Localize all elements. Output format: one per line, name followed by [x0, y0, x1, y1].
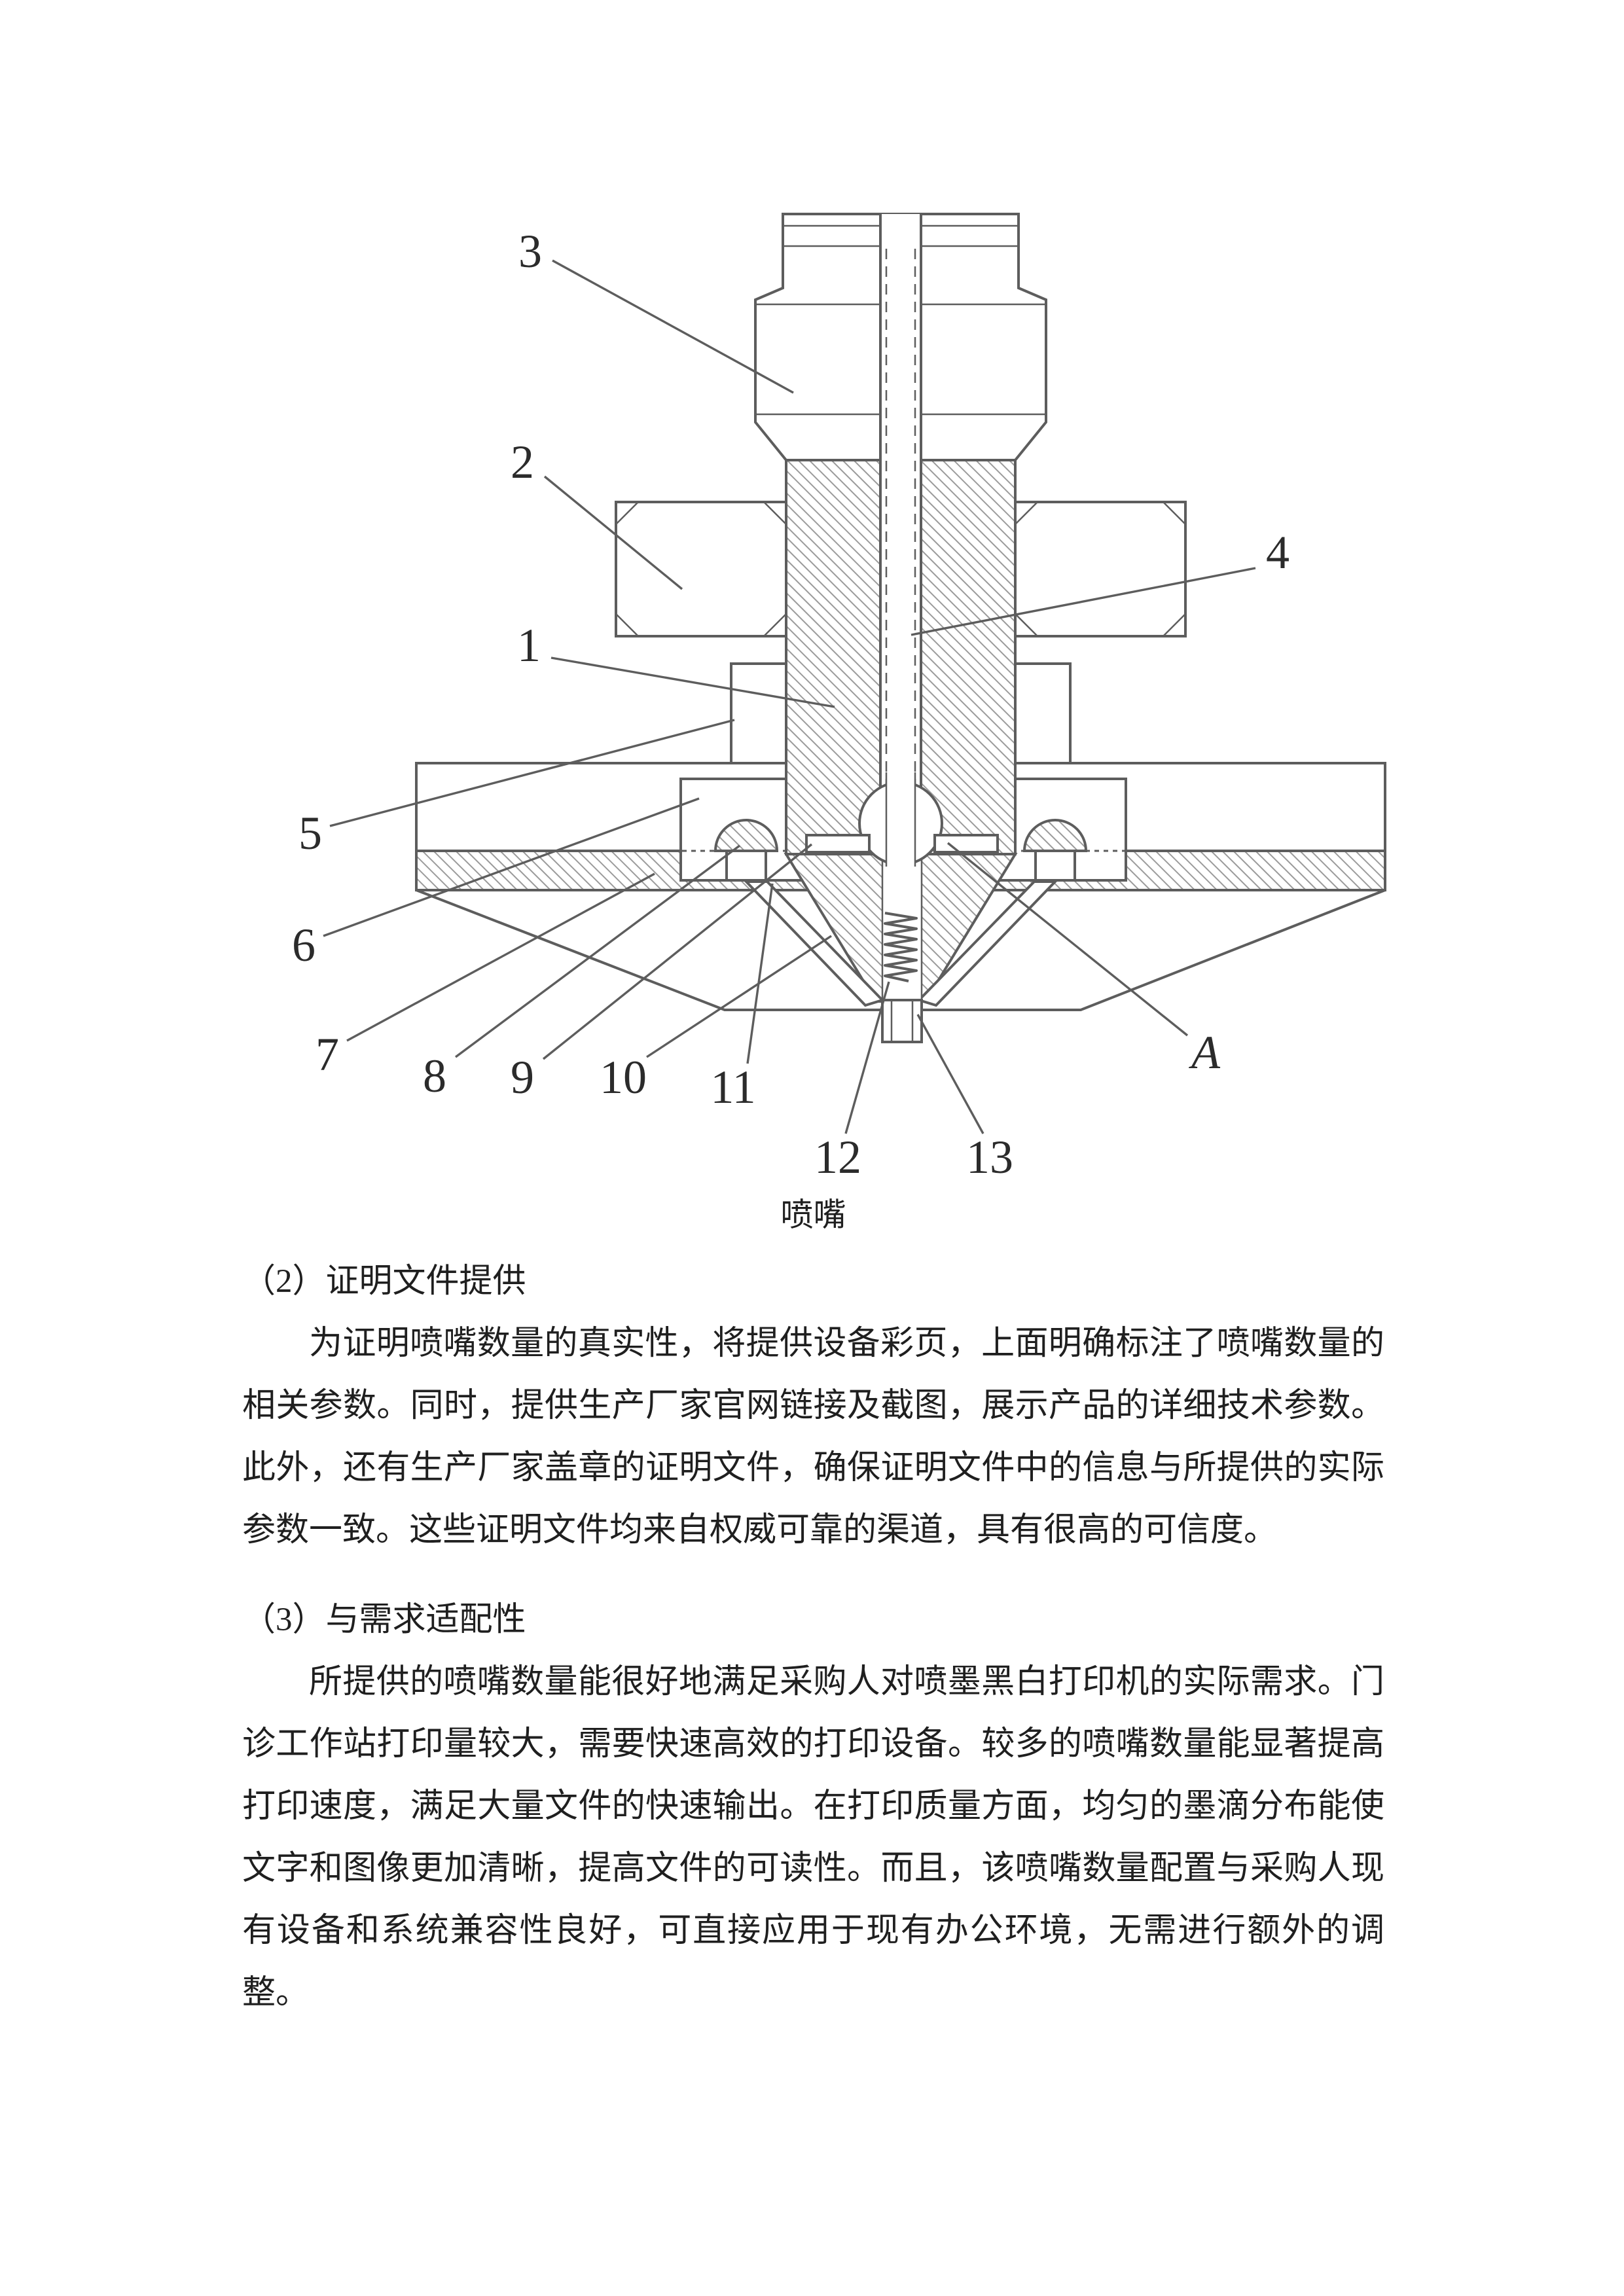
- figure-caption: 喷嘴: [780, 1196, 846, 1233]
- section-3: （3）与需求适配性 所提供的喷嘴数量能很好地满足采购人对喷墨黑白打印机的实际需求…: [242, 1589, 1384, 2024]
- outlet-tube: [881, 999, 923, 1043]
- figure-label-9: 9: [511, 1051, 534, 1103]
- seat-plates: [805, 834, 999, 853]
- left-collar: [730, 662, 787, 764]
- figure-label-7: 7: [316, 1028, 339, 1081]
- section-2: （2）证明文件提供 为证明喷嘴数量的真实性，将提供设备彩页，上面明确标注了喷嘴数…: [242, 1251, 1384, 1562]
- section-3-heading: （3）与需求适配性: [242, 1602, 526, 1638]
- nut-right: [1014, 501, 1187, 637]
- figure-label-13: 13: [966, 1131, 1013, 1178]
- figure-label-4: 4: [1266, 526, 1290, 579]
- figure-label-11: 11: [710, 1061, 755, 1113]
- left-dome: [713, 819, 779, 852]
- right-pedestal: [1034, 850, 1076, 882]
- figure-label-2: 2: [511, 436, 534, 488]
- figure-label-12: 12: [814, 1131, 861, 1178]
- section-2-paragraph: 为证明喷嘴数量的真实性，将提供设备彩页，上面明确标注了喷嘴数量的相关参数。同时，…: [242, 1325, 1384, 1549]
- nut-chamfer-marks: [615, 501, 1186, 637]
- section-2-heading: （2）证明文件提供: [242, 1263, 526, 1300]
- figure-label-10: 10: [600, 1051, 647, 1103]
- section-3-paragraph: 所提供的喷嘴数量能很好地满足采购人对喷墨黑白打印机的实际需求。门诊工作站打印量较…: [242, 1664, 1384, 2011]
- nozzle-diagram: 3 2 1 4 5 6 7 8 9 10 11 12 13 A: [292, 213, 1386, 1178]
- figure-label-1: 1: [517, 619, 541, 672]
- nut-left: [615, 501, 787, 637]
- figure-label-A: A: [1189, 1026, 1221, 1079]
- right-collar: [1014, 662, 1072, 764]
- figure-label-8: 8: [423, 1050, 446, 1102]
- right-dome: [1022, 819, 1088, 852]
- figure-label-5: 5: [298, 807, 322, 859]
- leader-lines: [323, 259, 1256, 1134]
- figure-area: 3 2 1 4 5 6 7 8 9 10 11 12 13 A: [288, 196, 1401, 1178]
- spring: [884, 912, 918, 982]
- central-channel: [880, 214, 921, 854]
- figure-label-3: 3: [518, 225, 542, 278]
- left-pedestal: [725, 850, 767, 882]
- ball-slot: [886, 772, 915, 867]
- document-body: （2）证明文件提供 为证明喷嘴数量的真实性，将提供设备彩页，上面明确标注了喷嘴数…: [242, 1251, 1384, 2024]
- figure-label-6: 6: [292, 919, 316, 971]
